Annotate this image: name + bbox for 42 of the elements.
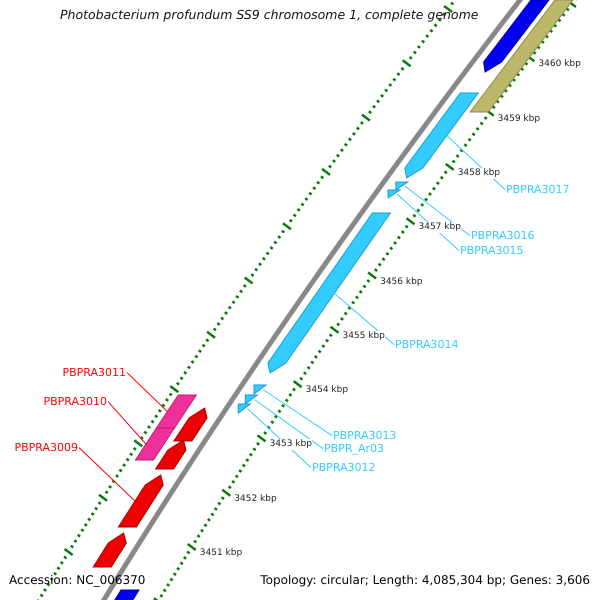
scale-label: 3453 kbp: [270, 439, 312, 450]
gene-label: PBPRA3017: [506, 183, 570, 196]
gene-label: PBPRA3013: [333, 429, 397, 442]
scale-label: 3456 kbp: [380, 276, 423, 288]
leader-line: [254, 399, 324, 450]
leader-line: [262, 389, 332, 436]
gene-label: PBPRA3015: [460, 244, 524, 258]
gene-label: PBPRA3010: [43, 395, 107, 408]
scale-label: 3455 kbp: [342, 330, 385, 342]
gene-block: [92, 532, 127, 568]
gene-block: [254, 384, 267, 395]
leader-line: [108, 401, 146, 444]
scale-label: 3460 kbp: [538, 59, 581, 70]
map-title: Photobacterium profundum SS9 chromosome 1, complete genome: [60, 7, 478, 22]
scale-label: 3459 kbp: [498, 114, 540, 124]
scale-label: 3457 kbp: [418, 222, 461, 233]
genome-info-text: Topology: circular; Length: 4,085,304 bp; Genes: 3,606: [260, 573, 590, 588]
gene-label: PBPRA3012: [312, 461, 376, 474]
gene-block: [395, 182, 408, 191]
gene-label: PBPR_Ar03: [324, 442, 384, 456]
gene-block: [404, 92, 480, 179]
accession-text: Accession: NC_006370: [9, 573, 146, 588]
gene-bar: [134, 428, 176, 460]
scale-label: 3454 kbp: [306, 385, 348, 396]
scale-label: 3451 kbp: [200, 548, 242, 559]
gene-block: [172, 407, 208, 442]
leader-line: [78, 447, 136, 502]
gene-label: PBPRA3009: [14, 441, 78, 454]
gene-label: PBPRA3011: [62, 366, 126, 380]
gene-block: [244, 394, 258, 405]
scale-label: 3458 kbp: [458, 168, 500, 179]
gene-label: PBPRA3014: [395, 338, 459, 352]
gene-block: [117, 474, 164, 528]
gene-block: [238, 404, 251, 414]
leader-line: [333, 292, 394, 346]
gene-bar: [114, 590, 140, 600]
gene-bar: [155, 394, 198, 428]
gene-block: [154, 439, 186, 470]
gene-label: PBPRA3016: [471, 229, 535, 242]
scale-label: 3452 kbp: [234, 494, 277, 504]
gene-block: [387, 190, 400, 199]
leader-line: [404, 186, 470, 236]
